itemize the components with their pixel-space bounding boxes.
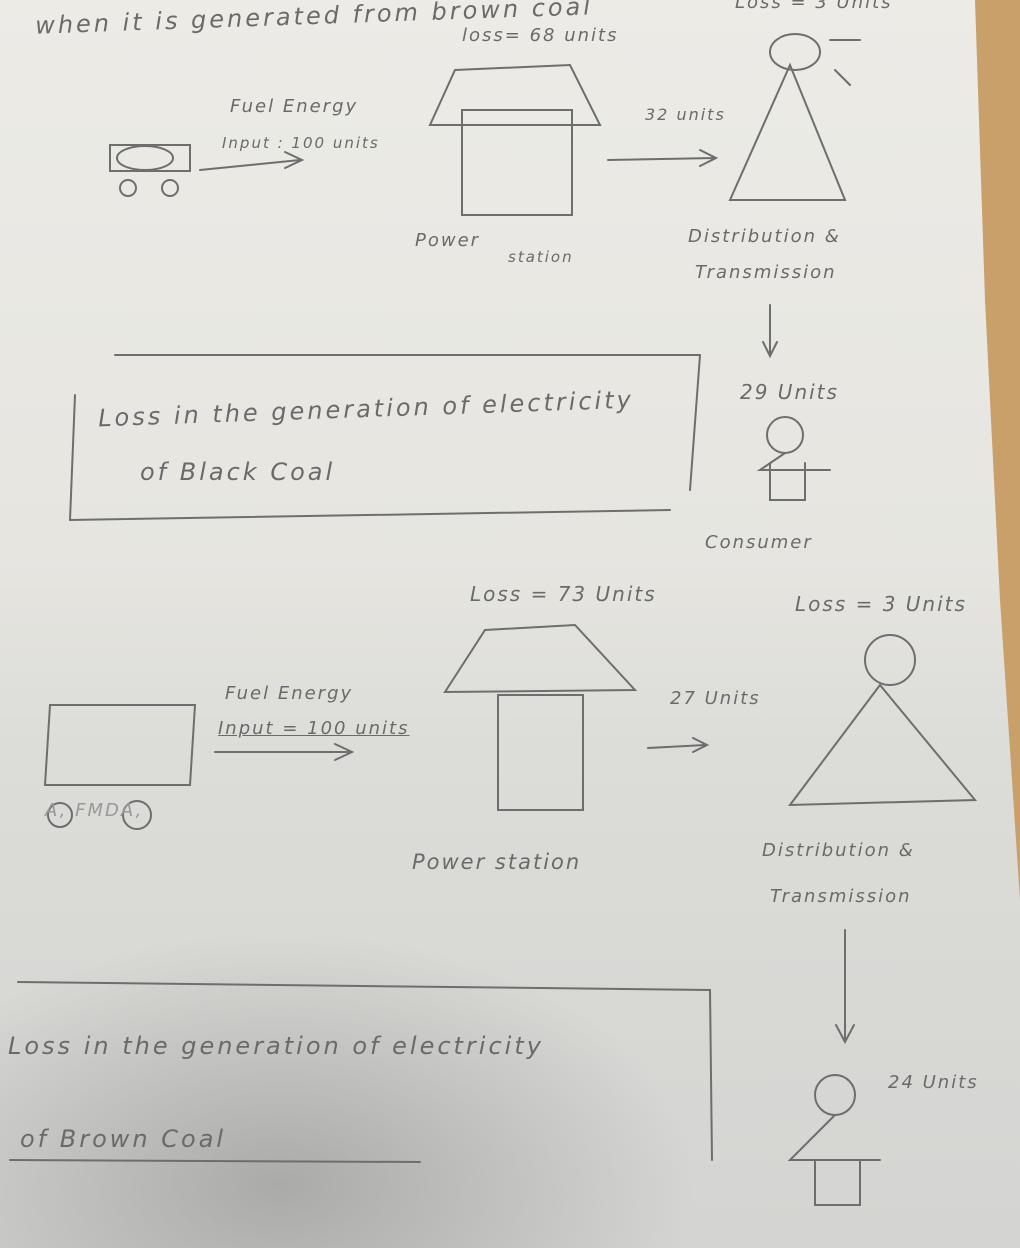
fuel-label-black-1: Fuel Energy [230, 96, 359, 117]
wheels-scribble: A, FMDA, [45, 800, 144, 821]
power-station-black [428, 63, 602, 216]
fuel-label-brown-2: Input = 100 units [218, 718, 410, 739]
dist-loss-brown: Loss = 3 Units [795, 592, 967, 616]
coal-cart-brown [43, 704, 197, 830]
tower-black [728, 33, 861, 201]
dist-label-black-1: Distribution & [688, 226, 841, 247]
fuel-label-brown-1: Fuel Energy [225, 683, 354, 704]
consumer-label-black: Consumer [705, 532, 813, 553]
fuel-label-black-2: Input : 100 units [222, 134, 380, 152]
transfer-arrow-black [607, 149, 719, 167]
transfer-brown: 27 Units [670, 688, 761, 709]
fuel-arrow-brown [214, 743, 355, 761]
title-box-black [68, 354, 701, 522]
power-station-brown [443, 623, 638, 811]
dist-label-black-2: Transmission [695, 262, 837, 283]
station-loss-black: loss= 68 units [462, 25, 619, 46]
consumer-units-black: 29 Units [740, 380, 839, 404]
consumer-figure-black [756, 416, 831, 501]
transfer-black: 32 units [645, 105, 726, 124]
station-label-brown: Power station [412, 850, 582, 874]
transfer-arrow-brown [647, 737, 710, 753]
station-loss-brown: Loss = 73 Units [470, 582, 657, 606]
station-label-black-1: Power [415, 230, 481, 251]
title-brown-1: Loss in the generation of electricity [8, 1032, 544, 1060]
dist-loss-black: Loss = 3 Units [735, 0, 893, 13]
down-arrow-brown [835, 929, 855, 1045]
coal-cart-black [109, 144, 191, 197]
tower-brown [787, 634, 978, 807]
title-black-2: of Black Coal [140, 458, 336, 486]
down-arrow-black [762, 304, 778, 359]
consumer-figure-brown [787, 1074, 881, 1206]
title-brown-2: of Brown Coal [20, 1125, 227, 1153]
title-box-brown [9, 981, 713, 1163]
fuel-arrow-black [199, 151, 305, 171]
dist-label-brown-1: Distribution & [762, 840, 915, 861]
dist-label-brown-2: Transmission [770, 886, 912, 907]
consumer-units-brown: 24 Units [888, 1072, 979, 1093]
station-label-black-2: station [508, 248, 574, 266]
